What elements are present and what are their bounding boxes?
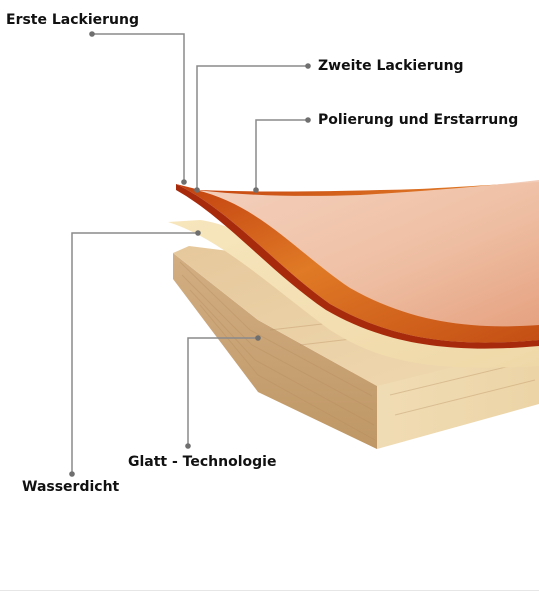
leader-zweite (196, 65, 308, 190)
label-erste-lackierung: Erste Lackierung (6, 12, 139, 28)
label-polierung: Polierung und Erstarrung (318, 112, 519, 128)
dot-glatt-start (255, 335, 261, 341)
leader-veneer (71, 232, 198, 474)
dot-erste-start (89, 31, 95, 37)
leader-dots (69, 31, 311, 477)
label-wasserdicht: Wasserdicht (22, 479, 120, 495)
label-zweite-lackierung: Zweite Lackierung (318, 58, 464, 74)
polish-layer (196, 180, 539, 327)
dot-zweite-start (305, 63, 311, 69)
label-glatt-technologie: Glatt - Technologie (128, 454, 277, 470)
board-end-grain (173, 253, 377, 449)
leader-lines (71, 33, 308, 474)
dot-erste-end (181, 179, 187, 185)
bottom-divider (0, 590, 539, 591)
dot-veneer-start (195, 230, 201, 236)
dot-polierung-start (305, 117, 311, 123)
dot-glatt-end (185, 443, 191, 449)
leader-glatt (187, 337, 258, 446)
dot-zweite-end (194, 187, 200, 193)
leader-erste (92, 33, 185, 182)
dot-wasser-end (69, 471, 75, 477)
leader-polierung (255, 119, 308, 190)
dot-polierung-end (253, 187, 259, 193)
